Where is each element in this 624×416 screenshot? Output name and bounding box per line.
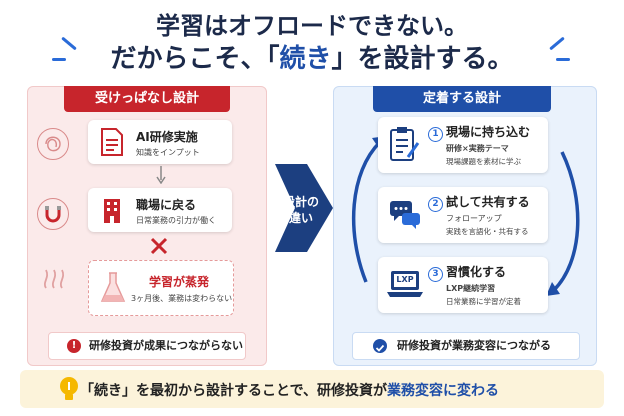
right-step-3-sub2: 日常業務に学習が定着 xyxy=(446,297,521,306)
footer-message-highlight: 業務変容に変わる xyxy=(387,383,500,399)
cycle-arrows xyxy=(340,112,590,326)
chat-bubbles-icon xyxy=(388,197,422,235)
flask-icon xyxy=(99,271,127,309)
spark-decoration xyxy=(52,58,66,61)
magnet-icon xyxy=(37,198,69,230)
step-number: 1 xyxy=(428,127,443,142)
left-card-workplace-title: 職場に戻る xyxy=(136,198,197,212)
left-panel-header: 受けっぱなし設計 xyxy=(64,86,230,112)
left-card-evaporate-title: 学習が蒸発 xyxy=(149,275,210,289)
clipboard-icon xyxy=(388,125,420,167)
right-step-3-sub1: LXP継続学習 xyxy=(446,284,496,293)
title-line-2-pre: だからこそ、「 xyxy=(110,44,280,74)
footer-message-pre: 「続き」を最初から設計することで、研修投資が xyxy=(80,383,388,399)
title-line-2-highlight: 続き xyxy=(279,44,332,74)
step-number: 3 xyxy=(428,267,443,282)
center-label: 設計の違い xyxy=(282,195,319,225)
title-line-2: だからこそ、「続き」を設計する。 xyxy=(0,38,624,75)
cross-icon xyxy=(149,236,169,260)
check-circle-icon xyxy=(373,339,387,353)
right-panel-header: 定着する設計 xyxy=(373,86,551,112)
left-result-text: 研修投資が成果につながらない xyxy=(89,339,243,352)
left-result-bar: ! 研修投資が成果につながらない xyxy=(48,332,246,360)
left-card-training: AI研修実施 知識をインプット xyxy=(88,120,232,164)
left-card-training-sub: 知識をインプット xyxy=(136,148,200,157)
title-line-2-post: 」を設計する。 xyxy=(331,44,514,74)
spark-decoration xyxy=(556,58,570,61)
footer-message: 「続き」を最初から設計することで、研修投資が業務変容に変わる xyxy=(80,380,499,400)
lightbulb-icon xyxy=(58,376,80,406)
right-step-2-sub2: 実践を言語化・共有する xyxy=(446,227,529,236)
right-step-1-sub1: 研修×実務テーマ xyxy=(446,144,509,153)
lxp-icon-text: LXP xyxy=(396,275,414,284)
laptop-icon xyxy=(386,269,424,303)
left-card-workplace: 職場に戻る 日常業務の引力が働く xyxy=(88,188,232,232)
right-step-3-title-text: 習慣化する xyxy=(446,265,507,279)
document-icon xyxy=(100,128,124,160)
left-card-evaporate-sub: 3ヶ月後、業務は変わらない xyxy=(131,294,233,303)
center-arrow xyxy=(275,164,333,256)
steam-icon xyxy=(40,262,68,292)
footer-banner xyxy=(20,370,604,408)
right-step-2-title-text: 試して共有する xyxy=(446,195,530,209)
left-card-workplace-sub: 日常業務の引力が働く xyxy=(136,216,216,225)
tangle-icon xyxy=(37,128,69,160)
title-line-1: 学習はオフロードできない。 xyxy=(156,12,468,40)
building-icon xyxy=(100,196,124,228)
step-number: 2 xyxy=(428,197,443,212)
right-step-1-title-text: 現場に持ち込む xyxy=(446,125,531,139)
right-step-2-sub1: フォローアップ xyxy=(446,214,502,223)
right-step-1-sub2: 現場課題を素材に学ぶ xyxy=(446,157,521,166)
left-card-evaporate: 学習が蒸発 3ヶ月後、業務は変わらない xyxy=(88,260,234,316)
right-result-bar: 研修投資が業務変容につながる xyxy=(352,332,580,360)
arrow-down-icon xyxy=(156,166,166,188)
alert-icon: ! xyxy=(67,339,81,353)
left-card-training-title: AI研修実施 xyxy=(136,130,198,144)
right-result-text: 研修投資が業務変容につながる xyxy=(397,339,551,352)
